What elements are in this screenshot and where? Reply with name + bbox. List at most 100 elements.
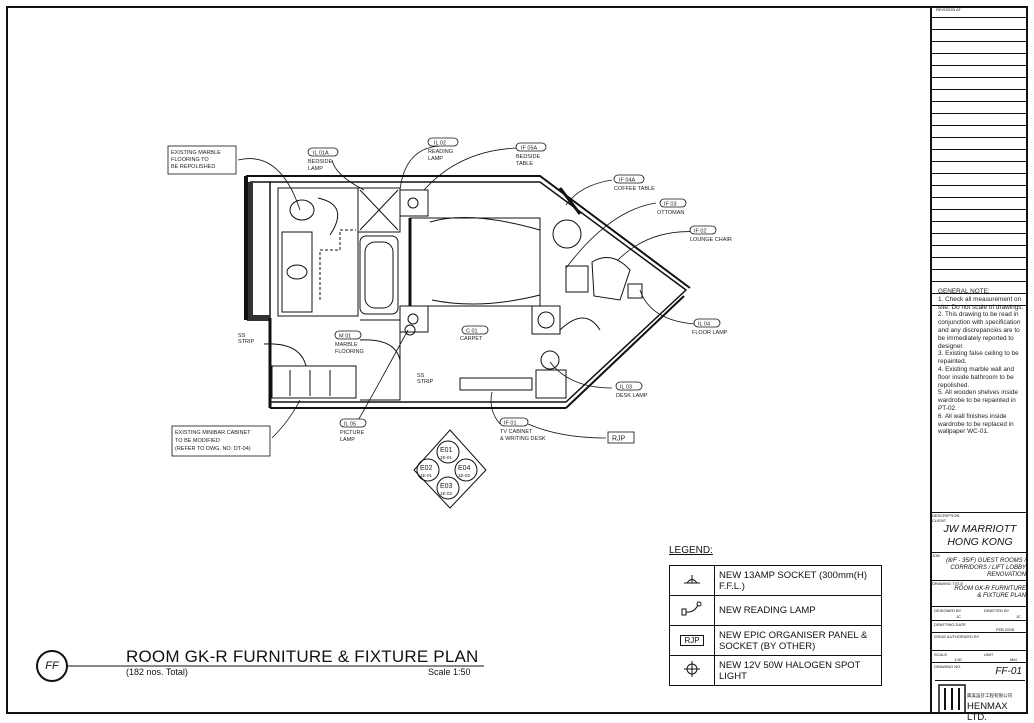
- note-1: 1. Check all measurement on site. Do not…: [938, 295, 1024, 311]
- ottoman: [565, 265, 589, 293]
- bedside-lamp-l1: BEDSIDE: [308, 159, 332, 165]
- coffee-table: [552, 219, 582, 249]
- note-5: 5. All wooden shelves inside wardrobe to…: [938, 389, 1018, 412]
- client-line-1: JW MARRIOTT: [943, 523, 1017, 535]
- henmax-logo-icon: [938, 684, 966, 714]
- elevation-e04: E04: [458, 465, 471, 472]
- job-label: JOB: [932, 553, 940, 558]
- carpet-tag: C 01: [466, 329, 478, 335]
- coffee-table-tag: IF 04A: [619, 178, 636, 184]
- bedside-lamp-l2: LAMP: [308, 166, 323, 172]
- company-name: HENMAX LTD.: [967, 701, 1008, 723]
- toilet: [289, 199, 315, 221]
- legend-row: RJP NEW EPIC ORGANISER PANEL & SOCKET (B…: [669, 625, 882, 656]
- company-cn: 興美設計工程有限公司: [967, 693, 1012, 698]
- description-label: DESCRIPTION: [932, 513, 960, 518]
- strip-a-l2: STRIP: [238, 339, 255, 345]
- elevation-e01-ref: 1E-01: [440, 455, 453, 460]
- desk-lamp-label: DESK LAMP: [616, 393, 648, 399]
- minibar-l1: EXISTING MINIBAR CABINET: [175, 430, 251, 436]
- general-note-title: GENERAL NOTE:: [938, 288, 990, 295]
- note-4: 4. Existing marble wall and floor inside…: [938, 365, 1015, 389]
- reading-lamp-l2: LAMP: [428, 156, 443, 162]
- halogen-spot-icon: [684, 661, 700, 677]
- drawing-no-box: DRAWING NO. FF-01: [932, 662, 1028, 678]
- minibar: [271, 365, 357, 399]
- picture-lamp-l1: PICTURE: [340, 430, 364, 436]
- socket-icon: [684, 575, 700, 584]
- strip-b-l2: STRIP: [417, 379, 434, 385]
- job-line-1: (8/F - 35/F) GUEST ROOMS /: [946, 558, 1026, 564]
- floor-plan: EXISTING MARBLE FLOORING TO BE REPOLISHE…: [68, 137, 732, 667]
- existing-marble-l2: FLOORING TO: [171, 157, 209, 163]
- drawing-scale: Scale 1:50: [428, 667, 471, 677]
- company-logo: 興美設計工程有限公司 HENMAX LTD.: [935, 680, 1025, 723]
- ottoman-label: OTTOMAN: [657, 210, 684, 216]
- elevation-marker: [413, 429, 487, 509]
- client-label: CLIENT: [932, 518, 947, 523]
- drafted-by: JC: [1016, 614, 1021, 619]
- marble-flooring-tag: M 01: [339, 334, 351, 340]
- drawing-sheet: [6, 6, 1028, 714]
- tv-cabinet-l1: TV CABINET: [500, 429, 533, 435]
- designed-by-label: DESIGNED BY: [934, 608, 962, 613]
- scale-value: 1:50: [954, 657, 962, 662]
- issue-box: ISSUE AUTHORIZED BY: [932, 632, 1028, 650]
- job-box: JOB (8/F - 35/F) GUEST ROOMS / CORRIDORS…: [932, 552, 1028, 580]
- scale-label: SCALE: [934, 652, 948, 657]
- issue-label: ISSUE AUTHORIZED BY: [934, 634, 980, 639]
- bedside-table-tag: IF 05A: [521, 146, 538, 152]
- legend-label-epic-panel: NEW EPIC ORGANISER PANEL & SOCKET (BY OT…: [714, 625, 882, 656]
- legend-label-reading-lamp: NEW READING LAMP: [714, 595, 882, 626]
- marble-flooring-l2: FLOORING: [335, 349, 364, 355]
- legend-label-socket: NEW 13AMP SOCKET (300mm(H) F.F.L.): [714, 565, 882, 596]
- existing-marble-l1: EXISTING MARBLE: [171, 150, 221, 156]
- tb-title-line-1: ROOM GK-R FURNITURE: [954, 586, 1026, 592]
- general-notes: GENERAL NOTE: 1. Check all measurement o…: [938, 288, 1026, 436]
- designed-by: JC: [956, 614, 961, 619]
- strip-b-l1: SS: [417, 373, 425, 379]
- minibar-l2: TO BE MODIFIED: [175, 438, 220, 444]
- legend-row: NEW READING LAMP: [669, 595, 882, 626]
- client-box: DESCRIPTION CLIENT JW MARRIOTT HONG KONG: [932, 512, 1028, 552]
- tv-cabinet: [459, 377, 533, 391]
- bedside-table-l2: TABLE: [516, 161, 533, 167]
- reading-lamp-icon: [681, 601, 702, 616]
- drawing-title-label: DRAWING TITLE: [932, 581, 964, 586]
- reading-lamp-l1: READING: [428, 149, 453, 155]
- unit-value: MM: [1010, 657, 1017, 662]
- reading-lamp-tag: IL 02: [434, 141, 446, 147]
- note-2: 2. This drawing to be read in conjunctio…: [938, 311, 1021, 350]
- date-box: DRAFTING DATE FEB 2008: [932, 620, 1028, 632]
- bedside-table-l1: BEDSIDE: [516, 154, 540, 160]
- tv-cabinet-l2: & WRITING DESK: [500, 436, 546, 442]
- drawing-title-box: DRAWING TITLE ROOM GK-R FURNITURE & FIXT…: [932, 580, 1028, 606]
- lounge-chair: [591, 257, 631, 301]
- marble-flooring-l1: MARBLE: [335, 342, 358, 348]
- drawing-subtitle: (182 nos. Total): [126, 667, 188, 677]
- scale-box: SCALE 1:50 UNIT MM: [932, 650, 1028, 662]
- tv-cabinet-tag: IF 01: [504, 421, 517, 427]
- revision-label: REVISION AT: [936, 7, 961, 12]
- minibar-l3: (REFER TO DWG. NO. DT-04): [175, 446, 251, 452]
- basin: [286, 264, 308, 280]
- strip-a-l1: SS: [238, 333, 246, 339]
- bed: [409, 217, 541, 307]
- tb-title-line-2: & FIXTURE PLAN: [977, 593, 1026, 599]
- picture-lamp-l2: LAMP: [340, 437, 355, 443]
- carpet-label: CARPET: [460, 336, 483, 342]
- job-line-3: RENOVATION: [987, 572, 1026, 578]
- legend-row: NEW 12V 50W HALOGEN SPOT LIGHT: [669, 655, 882, 686]
- elevation-e02-ref: 1E-01: [420, 473, 433, 478]
- desk-lamp-tag: IL 03: [620, 385, 632, 391]
- drawing-no: FF-01: [995, 666, 1022, 677]
- job-line-2: CORRIDORS / LIFT LOBBY: [950, 565, 1026, 571]
- title-block: REVISION AT GENERAL NOTE: 1. Check all m…: [930, 6, 1028, 723]
- bathtub: [359, 235, 399, 315]
- picture-lamp-tag: IL 05: [344, 422, 356, 428]
- note-3: 3. Existing false ceiling to be repainte…: [938, 350, 1019, 366]
- drafting-date-label: DRAFTING DATE: [934, 622, 966, 627]
- bathroom: [277, 187, 359, 317]
- legend-title: LEGEND:: [669, 545, 713, 556]
- rjp-tag: RJP: [612, 436, 626, 443]
